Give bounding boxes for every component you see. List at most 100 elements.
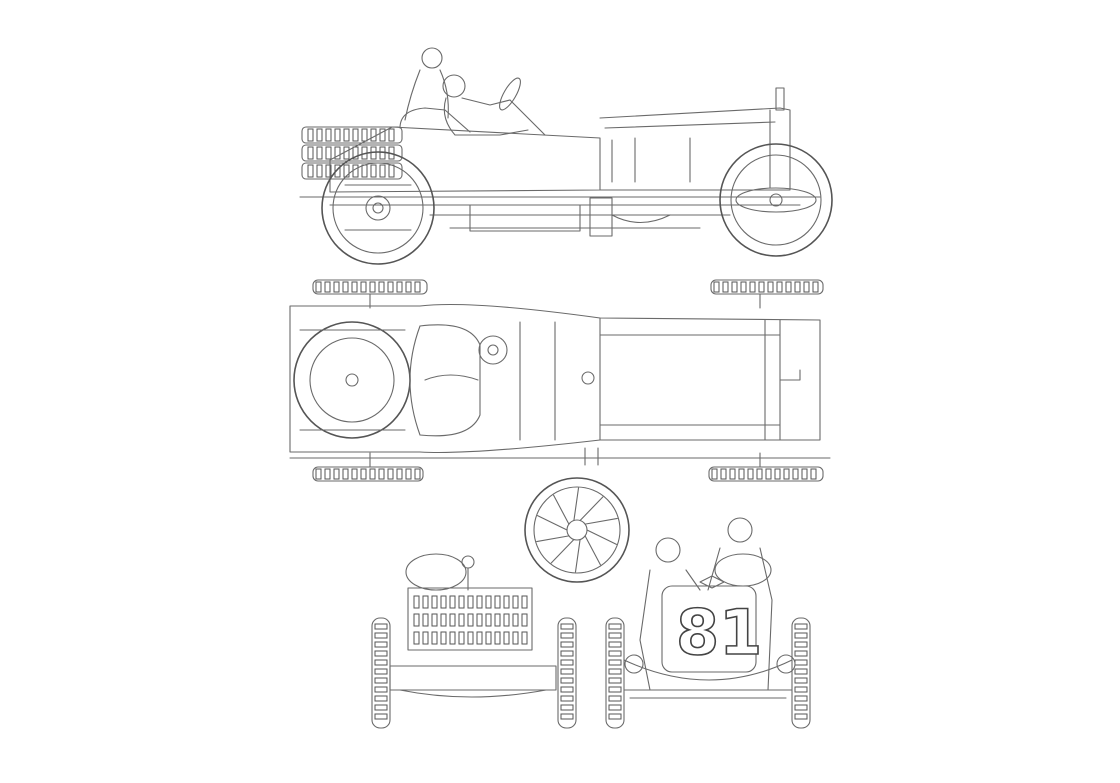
tread-block <box>608 686 622 693</box>
tread-block <box>374 704 388 711</box>
tread-block <box>379 128 386 142</box>
tread-block <box>334 146 341 160</box>
tread-block <box>422 631 429 645</box>
tread-block <box>560 659 574 666</box>
tread-block <box>512 595 519 609</box>
tread-block <box>803 281 810 293</box>
tread-block <box>431 631 438 645</box>
tread-block <box>503 631 510 645</box>
tread-block <box>608 695 622 702</box>
tread-block <box>794 281 801 293</box>
tread-block <box>374 686 388 693</box>
tread-block <box>449 631 456 645</box>
top-seats <box>409 324 481 437</box>
tread-block <box>458 613 465 627</box>
driver-head <box>442 74 466 98</box>
tread-block <box>608 650 622 657</box>
tread-block <box>608 659 622 666</box>
tread-block <box>374 632 388 639</box>
tread-block <box>729 468 736 480</box>
tread-block <box>374 641 388 648</box>
tread-block <box>749 281 756 293</box>
radiator-cap <box>775 87 785 111</box>
tread-block <box>360 468 367 480</box>
tread-block <box>387 468 394 480</box>
wheel-spoke <box>536 515 568 531</box>
tread-block <box>374 659 388 666</box>
tread-block <box>560 668 574 675</box>
tread-block <box>440 613 447 627</box>
tread-block <box>440 631 447 645</box>
top-chassis <box>289 303 821 454</box>
tread-block <box>315 281 322 293</box>
tread-block <box>722 281 729 293</box>
tread-block <box>767 281 774 293</box>
tread-block <box>560 695 574 702</box>
tread-block <box>374 713 388 720</box>
tread-block <box>369 281 376 293</box>
tread-block <box>316 164 323 178</box>
tread-block <box>374 623 388 630</box>
tread-block <box>361 128 368 142</box>
side-front-wheel <box>719 143 833 257</box>
tread-block <box>351 468 358 480</box>
tread-block <box>378 281 385 293</box>
front-mechanic-head <box>655 537 681 563</box>
tread-block <box>810 468 817 480</box>
tread-block <box>360 281 367 293</box>
tread-block <box>351 281 358 293</box>
side-steering-wheel <box>499 77 521 111</box>
front-driver-head <box>727 517 753 543</box>
side-spare-tyres <box>301 126 403 180</box>
tread-block <box>361 164 368 178</box>
tread-block <box>467 613 474 627</box>
tread-block <box>388 128 395 142</box>
tread-block <box>324 468 331 480</box>
tread-block <box>794 659 808 666</box>
rear-axle <box>389 665 557 691</box>
tread-block <box>343 128 350 142</box>
wheel-spoke <box>573 487 580 522</box>
tread-block <box>374 650 388 657</box>
rear-steering-wheel <box>405 553 467 591</box>
tread-block <box>413 631 420 645</box>
tread-block <box>560 686 574 693</box>
tread-block <box>494 595 501 609</box>
wheel-spoke <box>550 538 575 564</box>
tread-block <box>560 704 574 711</box>
tread-block <box>783 468 790 480</box>
tread-block <box>494 631 501 645</box>
wheel-spoke <box>586 529 618 545</box>
tread-block <box>342 281 349 293</box>
tread-block <box>387 281 394 293</box>
tread-block <box>560 623 574 630</box>
tread-block <box>325 128 332 142</box>
tread-block <box>794 632 808 639</box>
tread-block <box>794 623 808 630</box>
tread-block <box>792 468 799 480</box>
tread-block <box>608 668 622 675</box>
tread-block <box>608 623 622 630</box>
tread-block <box>405 468 412 480</box>
wheel-spoke <box>579 496 604 522</box>
tread-block <box>413 595 420 609</box>
tread-block <box>608 641 622 648</box>
tread-block <box>405 281 412 293</box>
tread-block <box>388 164 395 178</box>
tread-block <box>315 468 322 480</box>
tread-block <box>458 595 465 609</box>
front-view: 81 <box>605 517 811 729</box>
tread-block <box>316 146 323 160</box>
tread-block <box>334 128 341 142</box>
tread-block <box>485 595 492 609</box>
tread-block <box>731 281 738 293</box>
tread-block <box>720 468 727 480</box>
tread-block <box>608 713 622 720</box>
tread-block <box>521 595 528 609</box>
tread-block <box>440 595 447 609</box>
tread-block <box>794 695 808 702</box>
tread-block <box>758 281 765 293</box>
tread-block <box>413 613 420 627</box>
tread-block <box>307 164 314 178</box>
